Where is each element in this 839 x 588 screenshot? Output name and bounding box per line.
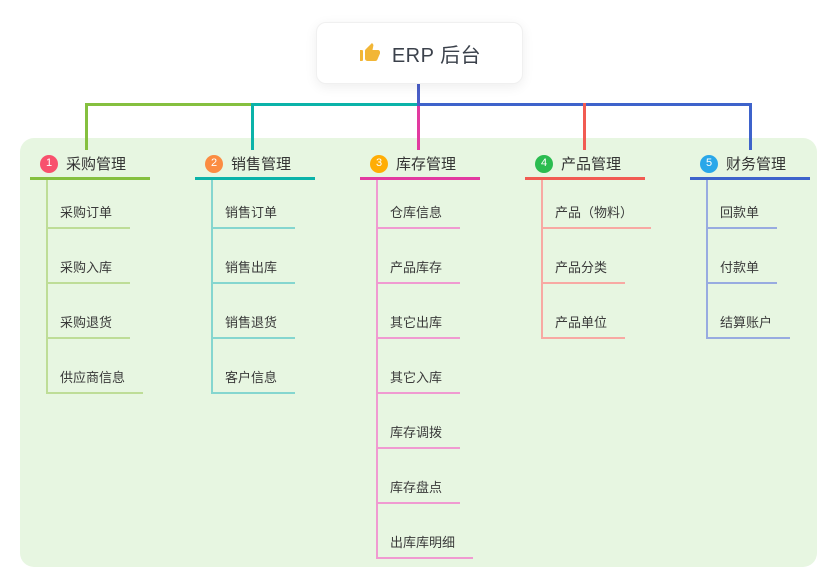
child-label: 采购退货 (60, 315, 113, 330)
drop-branch-5 (748, 103, 752, 150)
child-label: 客户信息 (225, 370, 278, 385)
drop-branch-3 (416, 106, 420, 150)
branch-node-采购管理[interactable]: 1 采购管理 (30, 150, 151, 180)
child-node[interactable]: 付款单 (708, 229, 778, 284)
branch-number-badge: 3 (370, 154, 388, 173)
drop-branch-2 (250, 103, 254, 150)
branch-children-财务管理: 回款单付款单结算账户 (706, 180, 791, 339)
child-label: 销售订单 (225, 205, 278, 220)
child-node[interactable]: 销售退货 (213, 284, 296, 339)
child-label: 库存调拨 (390, 425, 443, 440)
child-node[interactable]: 仓库信息 (378, 180, 461, 229)
branch-children-产品管理: 产品（物料） 产品分类产品单位 (541, 180, 652, 339)
child-node[interactable]: 回款单 (708, 180, 778, 229)
child-label: 产品分类 (555, 260, 608, 275)
child-label: 回款单 (720, 205, 760, 220)
child-label: 销售出库 (225, 260, 278, 275)
child-node[interactable]: 库存调拨 (378, 394, 461, 449)
branch-node-产品管理[interactable]: 4 产品管理 (525, 150, 646, 180)
branch-label: 财务管理 (726, 156, 787, 173)
child-label: 产品（物料） (555, 205, 634, 220)
child-label: 产品库存 (390, 260, 443, 275)
child-node[interactable]: 出库库明细 (378, 504, 474, 559)
root-title: ERP 后台 (391, 44, 482, 67)
child-label: 其它出库 (390, 315, 443, 330)
branch-node-库存管理[interactable]: 3 库存管理 (360, 150, 481, 180)
child-node[interactable]: 销售出库 (213, 229, 296, 284)
child-label: 出库库明细 (390, 535, 456, 550)
child-node[interactable]: 销售订单 (213, 180, 296, 229)
branch-number-badge: 2 (205, 154, 223, 173)
child-node[interactable]: 产品分类 (543, 229, 626, 284)
branch-label: 产品管理 (561, 156, 622, 173)
child-node[interactable]: 采购订单 (48, 180, 131, 229)
branch-label: 库存管理 (396, 156, 457, 173)
branch-label: 采购管理 (66, 156, 127, 173)
child-label: 供应商信息 (60, 370, 126, 385)
drop-branch-1 (84, 103, 88, 150)
child-label: 销售退货 (225, 315, 278, 330)
root-node[interactable]: ERP 后台 (316, 22, 523, 84)
branch-number-badge: 5 (700, 154, 718, 173)
branch-children-采购管理: 采购订单采购入库采购退货供应商信息 (46, 180, 144, 394)
child-label: 付款单 (720, 260, 760, 275)
child-label: 采购入库 (60, 260, 113, 275)
child-node[interactable]: 采购退货 (48, 284, 131, 339)
child-node[interactable]: 结算账户 (708, 284, 791, 339)
child-label: 仓库信息 (390, 205, 443, 220)
branch-number-badge: 4 (535, 154, 553, 173)
child-label: 结算账户 (720, 315, 773, 330)
branch-children-销售管理: 销售订单销售出库销售退货客户信息 (211, 180, 296, 394)
child-label: 产品单位 (555, 315, 608, 330)
child-node[interactable]: 其它出库 (378, 284, 461, 339)
branch-node-财务管理[interactable]: 5 财务管理 (690, 150, 811, 180)
child-node[interactable]: 采购入库 (48, 229, 131, 284)
child-node[interactable]: 产品单位 (543, 284, 626, 339)
branches-panel (20, 138, 817, 567)
child-node[interactable]: 产品（物料） (543, 180, 652, 229)
child-label: 库存盘点 (390, 480, 443, 495)
branch-children-库存管理: 仓库信息产品库存其它出库其它入库库存调拨库存盘点出库库明细 (376, 180, 474, 559)
drop-branch-4 (582, 103, 586, 150)
child-node[interactable]: 库存盘点 (378, 449, 461, 504)
child-node[interactable]: 供应商信息 (48, 339, 144, 394)
child-node[interactable]: 客户信息 (213, 339, 296, 394)
child-label: 其它入库 (390, 370, 443, 385)
branch-label: 销售管理 (231, 156, 292, 173)
child-node[interactable]: 产品库存 (378, 229, 461, 284)
child-label: 采购订单 (60, 205, 113, 220)
branch-number-badge: 1 (40, 154, 58, 173)
root-drop-line (416, 84, 420, 106)
child-node[interactable]: 其它入库 (378, 339, 461, 394)
thumbs-up-icon (358, 41, 382, 65)
branch-node-销售管理[interactable]: 2 销售管理 (195, 150, 316, 180)
rail-branch-2 (250, 103, 418, 106)
